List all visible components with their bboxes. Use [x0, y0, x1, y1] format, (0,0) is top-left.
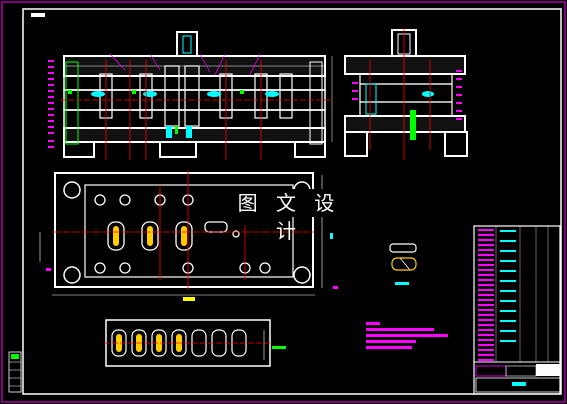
title-block-entry — [478, 354, 494, 356]
technical-notes — [366, 322, 448, 349]
title-block-entry — [478, 334, 494, 336]
inner-frame — [22, 8, 562, 395]
front-view-assembly — [48, 31, 333, 160]
title-block-entry — [478, 319, 494, 321]
title-block-entry — [478, 249, 494, 251]
title-block-entry — [478, 229, 494, 231]
title-block-entry — [478, 279, 494, 281]
title-block-entry — [478, 244, 494, 246]
title-block-entry — [478, 359, 494, 361]
title-block-entry — [478, 339, 494, 341]
title-block-entry — [478, 329, 494, 331]
side-view-assembly — [344, 28, 468, 160]
title-block-entry — [478, 289, 494, 291]
title-block-entry — [478, 274, 494, 276]
title-block-entry — [478, 344, 494, 346]
top-tag — [31, 13, 45, 17]
revision-strip — [8, 351, 22, 393]
title-block-entry — [478, 304, 494, 306]
watermark-label: 图 文 设 计 — [219, 189, 359, 243]
plan-view-lower-die — [39, 170, 338, 301]
title-block-entry — [478, 294, 494, 296]
title-block-entry — [478, 299, 494, 301]
strip-layout — [104, 319, 286, 367]
title-block-entry — [478, 259, 494, 261]
title-block-entry — [478, 309, 494, 311]
title-block-entry — [478, 234, 494, 236]
title-block — [473, 225, 561, 395]
part-detail-view — [389, 243, 417, 285]
title-block-entry — [478, 264, 494, 266]
title-block-entry — [478, 349, 494, 351]
title-block-entry — [478, 254, 494, 256]
title-block-entry — [478, 269, 494, 271]
title-block-entry — [478, 324, 494, 326]
title-block-entry — [478, 284, 494, 286]
title-block-entry — [478, 239, 494, 241]
title-block-entry — [478, 314, 494, 316]
